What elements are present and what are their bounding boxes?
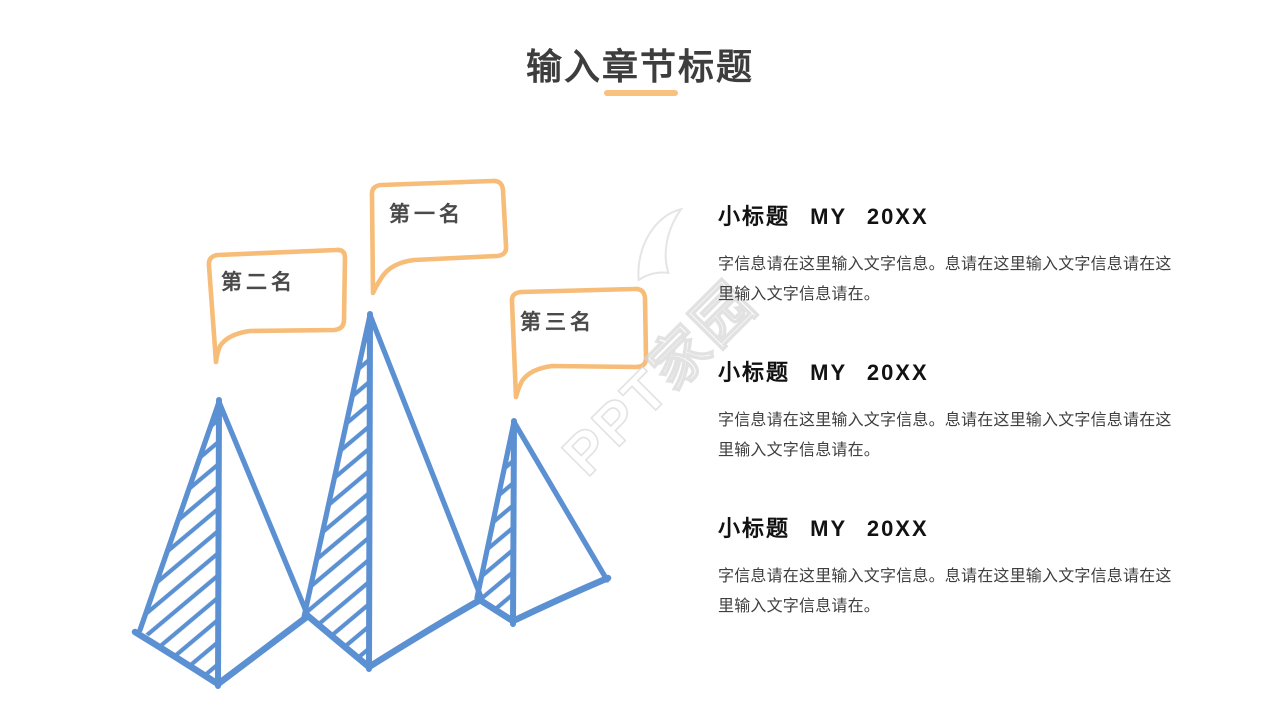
pyramid-outlines	[131, 311, 612, 689]
section-heading: 小标题 MY 20XX	[718, 516, 929, 541]
speech-bubble-first	[369, 178, 509, 296]
baseline-stroke	[131, 574, 612, 688]
section-body: 字信息请在这里输入文字信息。息请在这里输入文字信息请在这里输入文字信息请在。	[718, 412, 1172, 459]
section-body: 字信息请在这里输入文字信息。息请在这里输入文字信息请在这里输入文字信息请在。	[718, 256, 1172, 303]
bubble-label-third: 第三名	[520, 311, 595, 334]
speech-bubble-third	[509, 286, 649, 400]
section-heading: 小标题 MY 20XX	[718, 204, 929, 229]
section-block-1: 小标题 MY 20XX 字信息请在这里输入文字信息。息请在这里输入文字信息请在这…	[718, 204, 1176, 310]
section-heading: 小标题 MY 20XX	[718, 360, 929, 385]
bubble-label-second: 第二名	[221, 271, 296, 294]
section-block-2: 小标题 MY 20XX 字信息请在这里输入文字信息。息请在这里输入文字信息请在这…	[718, 360, 1176, 466]
page-title: 输入章节标题	[525, 46, 754, 87]
speech-bubble-second	[206, 247, 348, 365]
text-column: 小标题 MY 20XX 字信息请在这里输入文字信息。息请在这里输入文字信息请在这…	[718, 204, 1176, 672]
section-block-3: 小标题 MY 20XX 字信息请在这里输入文字信息。息请在这里输入文字信息请在这…	[718, 516, 1176, 622]
title-underline	[604, 90, 678, 96]
bubble-label-first: 第一名	[389, 203, 464, 226]
watermark-swoosh	[637, 207, 684, 282]
section-body: 字信息请在这里输入文字信息。息请在这里输入文字信息请在这里输入文字信息请在。	[718, 568, 1172, 615]
